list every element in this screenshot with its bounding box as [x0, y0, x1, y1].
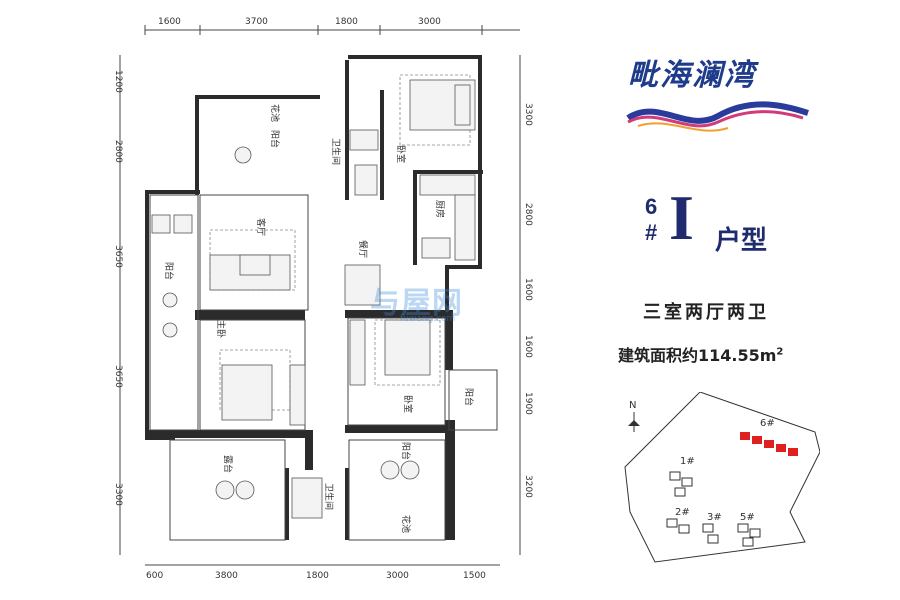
- brand-title: 毗海澜湾: [628, 58, 756, 93]
- label-dining-room: 餐厅: [357, 240, 369, 258]
- label-kitchen: 厨房: [434, 200, 446, 218]
- label-bedroom-mid: 卧室: [402, 395, 414, 413]
- site-plan: N 6# 1# 2# 3# 5#: [624, 392, 820, 563]
- unit-letter: I: [669, 182, 694, 253]
- unit-type: 6 # I 户型: [645, 186, 815, 262]
- label-bathroom-top: 卫生间: [330, 138, 342, 165]
- dim-bottom-3: 1800: [306, 571, 329, 581]
- dim-left-4: 3650: [113, 365, 123, 388]
- dim-left-2: 2800: [113, 140, 123, 163]
- dim-right-5: 1900: [523, 392, 533, 415]
- dim-right-2: 2800: [523, 203, 533, 226]
- dim-right-3: 1600: [523, 278, 533, 301]
- dim-left-1: 1200: [113, 70, 123, 93]
- dim-top-2: 3700: [245, 17, 268, 27]
- label-bedroom-top: 卧室: [395, 145, 407, 163]
- building-6-highlight: [740, 432, 798, 456]
- dim-right-4: 1600: [523, 335, 533, 358]
- watermark-logo: 与屋网: [370, 286, 463, 321]
- dim-left-5: 3300: [113, 483, 123, 506]
- label-balcony-bottom: 阳台: [400, 442, 412, 460]
- label-balcony-left: 阳台: [163, 262, 175, 280]
- area-sup: 2: [776, 346, 784, 358]
- label-bathroom-bottom: 卫生间: [323, 483, 335, 510]
- brand-logo: 毗海澜湾: [618, 48, 818, 138]
- label-terrace: 露台: [222, 455, 234, 473]
- label-flower-bed-top: 花池: [269, 104, 281, 122]
- area-description: 建筑面积约114.55m2: [618, 342, 783, 366]
- dim-bottom-5: 1500: [463, 571, 486, 581]
- dim-bottom-4: 3000: [386, 571, 409, 581]
- dim-top-3: 1800: [335, 17, 358, 27]
- building-6-label: 6#: [760, 418, 775, 429]
- dim-right-1: 3300: [523, 103, 533, 126]
- area-text: 建筑面积约114.55m: [618, 346, 777, 365]
- unit-hash: #: [645, 220, 658, 245]
- label-balcony-top: 阳台: [269, 130, 281, 148]
- dim-bottom-2: 3800: [215, 571, 238, 581]
- wave-decoration: [626, 101, 809, 132]
- label-balcony-right: 阳台: [463, 388, 475, 406]
- dim-bottom-1: 600: [146, 571, 163, 581]
- north-label: N: [629, 400, 636, 411]
- watermark-url: fuwang.com: [400, 314, 456, 324]
- layout-description: 三室两厅两卫: [643, 302, 769, 323]
- building-3-label: 3#: [707, 512, 722, 523]
- label-flower-bed-bottom: 花池: [400, 515, 412, 533]
- building-5-label: 5#: [740, 512, 755, 523]
- label-master-bedroom: 主卧: [215, 320, 227, 338]
- dim-top-4: 3000: [418, 17, 441, 27]
- building-2-label: 2#: [675, 507, 690, 518]
- label-living-room: 客厅: [255, 218, 267, 236]
- unit-number: 6: [645, 194, 658, 219]
- dim-right-6: 3200: [523, 475, 533, 498]
- walls: [145, 55, 483, 540]
- dimension-lines: [119, 25, 521, 566]
- floor-plan: 1600 3700 1800 3000 600 3800 1800 3000 1…: [113, 17, 533, 581]
- dim-left-3: 3650: [113, 245, 123, 268]
- furniture: [151, 79, 476, 519]
- building-1-label: 1#: [680, 456, 695, 467]
- unit-label: 户型: [715, 226, 768, 256]
- dim-top-1: 1600: [158, 17, 181, 27]
